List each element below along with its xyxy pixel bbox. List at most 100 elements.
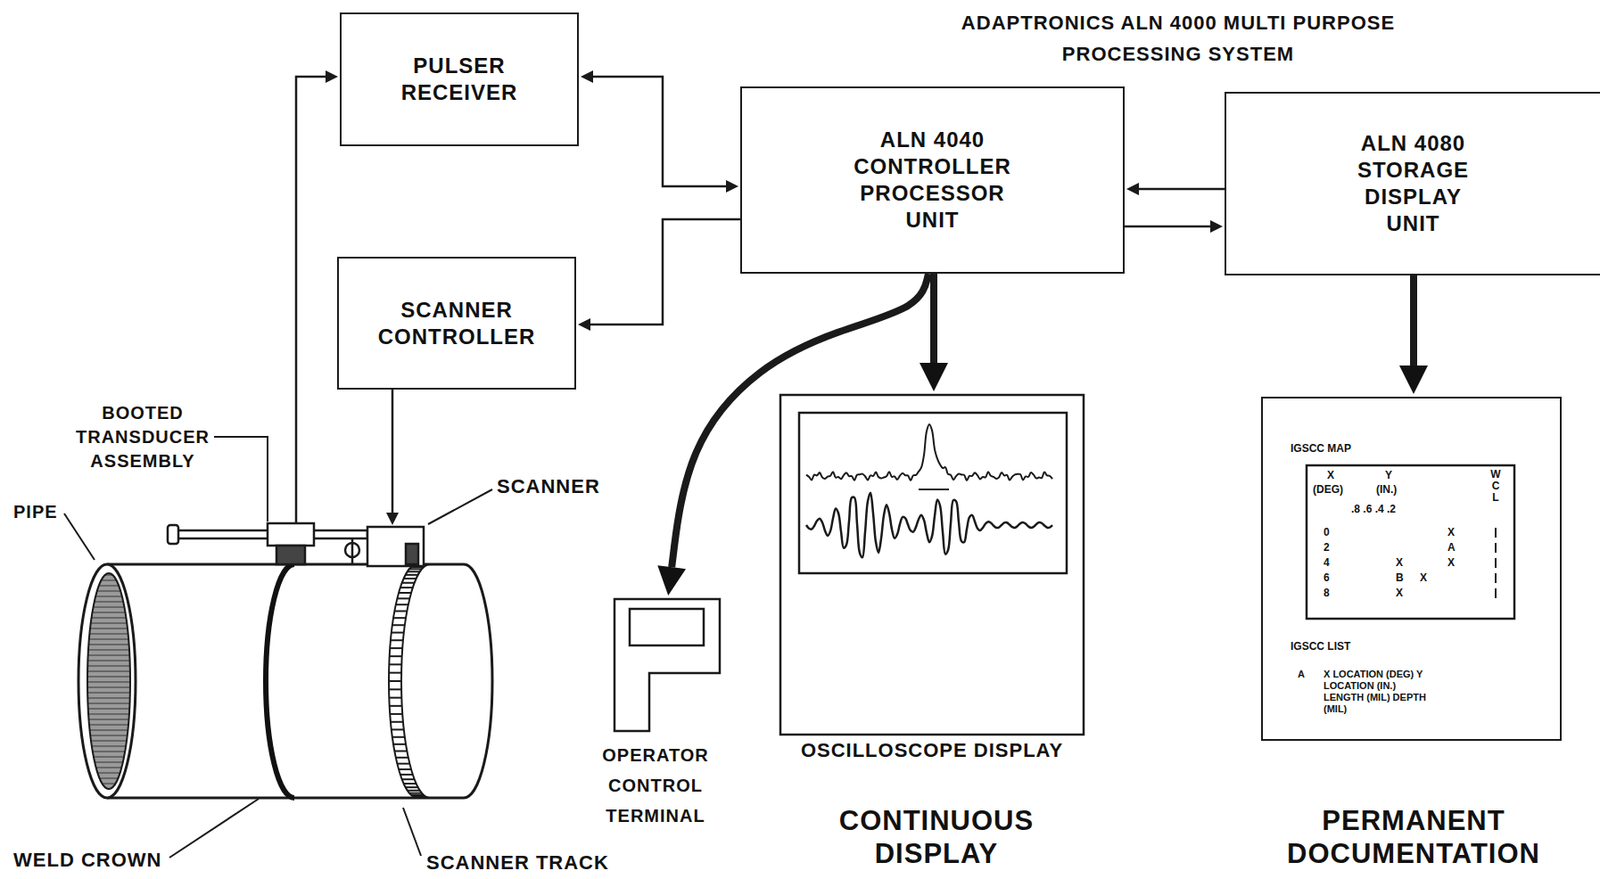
table-cell: 0 [1323, 526, 1330, 539]
scanner-track [412, 564, 426, 567]
processor-unit-box: ALN 4040 CONTROLLER PROCESSOR UNIT [740, 86, 1125, 274]
signal-connector [593, 76, 726, 187]
pulser-receiver-box: PULSER RECEIVER [339, 12, 579, 147]
scanner-track [388, 564, 418, 799]
scanner-track [415, 563, 429, 566]
scanner-track [411, 566, 424, 569]
scanner-track [407, 790, 421, 792]
table-cell: B [1395, 571, 1404, 585]
table-cell: 2 [1323, 541, 1330, 554]
terminal-outline [614, 599, 720, 732]
table-cell: X [1327, 469, 1335, 482]
oscilloscope [806, 493, 1053, 559]
leader-line [214, 437, 268, 522]
table-cell: 6 [1323, 571, 1330, 585]
table-cell: X [1419, 571, 1427, 585]
node-label: X LOCATION (DEG) Y LOCATION (IN.) LENGTH… [1323, 668, 1429, 716]
signal-connector [1124, 225, 1211, 229]
terminal-outline [614, 599, 720, 732]
scanner-track [389, 713, 403, 716]
scanner-track [405, 786, 419, 789]
scanner-track [388, 697, 402, 700]
node-label: A [1297, 668, 1305, 681]
oscilloscope [780, 395, 1084, 735]
scanner-track [404, 783, 417, 785]
pipe [78, 564, 493, 799]
oscilloscope [780, 395, 1084, 735]
scanner-track [395, 603, 409, 606]
table-cell: Y [1385, 469, 1393, 482]
scanner-assembly [173, 530, 368, 539]
leader-line [403, 808, 421, 857]
table-cell: X [1395, 586, 1403, 600]
documentation-sheet [1261, 397, 1561, 741]
documentation-sheet [1494, 543, 1497, 553]
storage-display-box: ALN 4080 STORAGE DISPLAY UNIT [1224, 91, 1600, 276]
node-label: ALN 4080 STORAGE DISPLAY UNIT [1335, 130, 1492, 238]
scanner-track [417, 797, 430, 800]
weld-crown [265, 564, 295, 799]
part-label: BOOTED TRANSDUCER ASSEMBLY [62, 401, 223, 474]
scanner-track [409, 568, 422, 570]
documentation-sheet: IGSCC MAPIGSCC LISTAX LOCATION (DEG) Y L… [1261, 397, 1561, 741]
output-arrow [1410, 275, 1418, 366]
scanner-assembly [345, 543, 360, 558]
signal-wire [296, 76, 326, 524]
oscilloscope [918, 488, 949, 491]
scanner-track [400, 586, 413, 589]
scanner-track [415, 797, 429, 800]
node-label: OPERATOR CONTROL TERMINAL [584, 740, 727, 832]
documentation-sheet [1494, 573, 1497, 584]
scanner-track [388, 564, 430, 799]
signal-connector [590, 219, 741, 325]
scanner-track [390, 639, 404, 642]
part-label: SCANNER TRACK [426, 851, 610, 875]
table-cell: .8 .6 .4 .2 [1351, 503, 1396, 516]
table-cell: WCL [1490, 469, 1502, 505]
scanner-track [411, 794, 424, 797]
scanner-track [401, 564, 430, 799]
scanner-track [404, 577, 417, 580]
scanner-track [388, 680, 402, 683]
scanner-track [402, 582, 415, 585]
table-cell: 4 [1323, 556, 1330, 570]
diagram-title: ADAPTRONICS ALN 4000 MULTI PURPOSE PROCE… [910, 7, 1446, 70]
pipe [87, 573, 131, 790]
scanner-track [388, 672, 402, 675]
part-label: SCANNER [496, 475, 601, 499]
scanner-track [390, 721, 404, 724]
scanner-track [389, 647, 403, 650]
documentation-sheet [1494, 527, 1497, 538]
scanner-track [417, 563, 430, 566]
scanner-track [402, 778, 415, 781]
scanner-track [398, 592, 412, 594]
scanner-assembly [167, 523, 424, 567]
scanner-track [391, 632, 405, 635]
table-cell: X [1447, 526, 1455, 539]
pipe [107, 564, 493, 799]
documentation-sheet [1306, 465, 1515, 619]
output-arrow [930, 273, 938, 363]
scanner-track [393, 743, 406, 746]
scanner-assembly [351, 538, 355, 565]
scanner-assembly [267, 523, 314, 546]
scanner-controller-box: SCANNER CONTROLLER [337, 256, 577, 390]
documentation-sheet [1494, 558, 1497, 569]
node-label: PULSER RECEIVER [383, 52, 536, 107]
node-label: OSCILLOSCOPE DISPLAY [780, 739, 1084, 763]
scanner-assembly [276, 545, 306, 565]
oscilloscope [799, 412, 1067, 574]
scanner-track [388, 663, 402, 666]
caption-text: CONTINUOUS DISPLAY [820, 804, 1053, 871]
documentation-sheet [1494, 588, 1497, 599]
leader-line [428, 489, 493, 525]
scanner-track [392, 736, 405, 739]
part-label: WELD CROWN [13, 849, 162, 873]
table-cell: (IN.) [1376, 483, 1397, 496]
scanner-track [409, 792, 422, 795]
documentation-sheet [1261, 397, 1561, 741]
scanner-track [407, 570, 421, 573]
scanner-track [412, 796, 426, 799]
operator-terminal: OPERATOR CONTROL TERMINAL [577, 595, 735, 837]
